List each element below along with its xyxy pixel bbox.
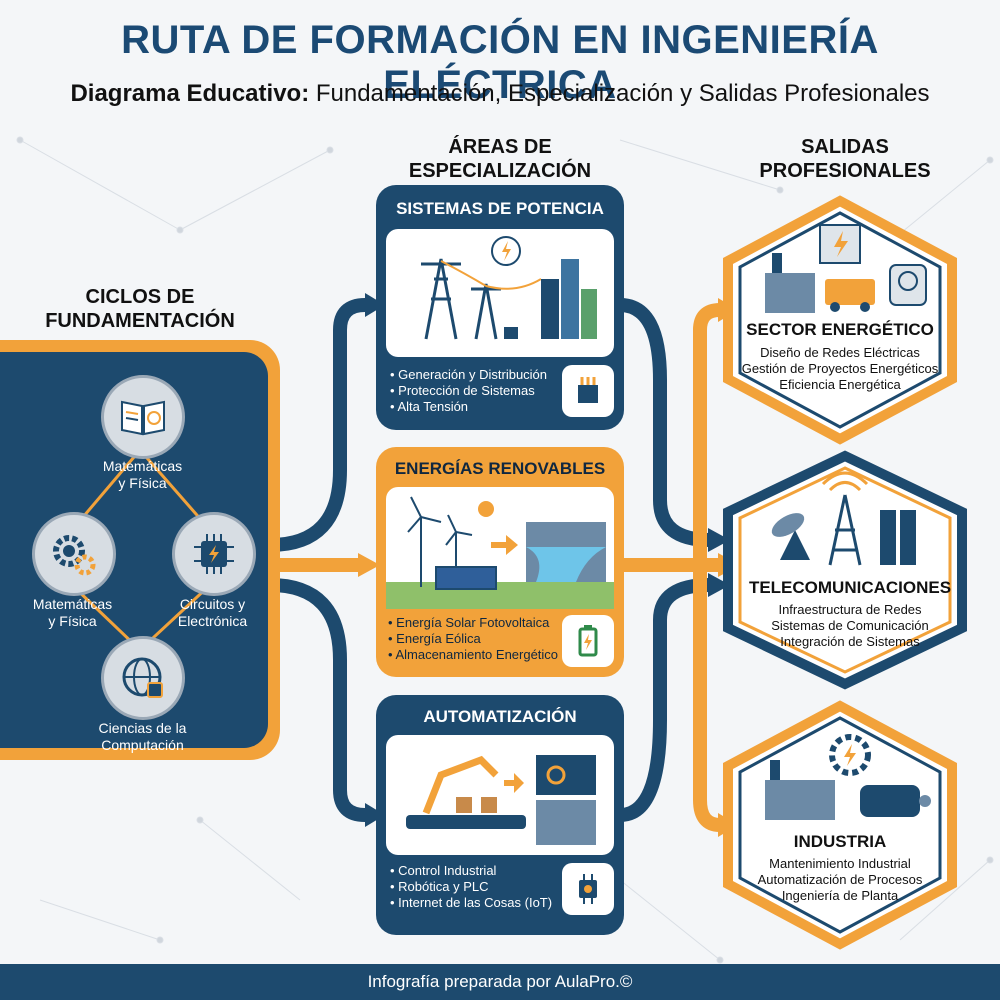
outcome-item: Sistemas de Comunicación: [771, 618, 929, 633]
column-heading-line: ESPECIALIZACIÓN: [408, 160, 592, 182]
specialization-card-power: SISTEMAS DE POTENCIA Generación y Distri…: [376, 185, 624, 430]
outcome-item-list: Diseño de Redes Eléctricas Gestión de Pr…: [740, 345, 940, 393]
card-item: Generación y Distribución: [390, 367, 558, 383]
chip-icon: [172, 512, 256, 596]
factory-icon: [765, 734, 931, 820]
cycle-label-line: Ciencias de la: [98, 720, 187, 736]
cycle-label: Matemáticas y Física: [70, 458, 215, 492]
battery-icon: [562, 615, 614, 667]
renewables-illustration: [386, 487, 614, 609]
cycle-label-line: Circuitos y: [179, 596, 246, 612]
outcome-item: Infraestructura de Redes: [778, 602, 922, 617]
column-heading-line: SALIDAS: [801, 136, 889, 158]
cycle-node: [172, 512, 256, 596]
cycle-label: Ciencias de la Computación: [70, 720, 215, 754]
cycle-label-line: y Física: [118, 475, 167, 491]
cycle-label-line: Matemáticas: [32, 596, 113, 612]
cycle-label-line: Computación: [101, 737, 184, 753]
column-heading-line: CICLOS DE: [85, 286, 195, 308]
card-item-list: Control Industrial Robótica y PLC Intern…: [390, 863, 565, 911]
subtitle-rest: Fundamentación, Especialización y Salida…: [309, 80, 930, 107]
column-heading-line: ÁREAS DE: [448, 136, 552, 158]
card-title: SISTEMAS DE POTENCIA: [396, 199, 604, 218]
automation-illustration: [386, 735, 614, 855]
card-title: AUTOMATIZACIÓN: [423, 707, 577, 726]
power-plant-icon: [765, 224, 927, 313]
outcome-hexagon-energy: [723, 195, 957, 445]
book-icon: [101, 375, 185, 459]
gears-icon: [32, 512, 116, 596]
page-title: RUTA DE FORMACIÓN EN INGENIERÍA ELÉCTRIC…: [121, 18, 879, 107]
card-item-list: Energía Solar Fotovoltaica Energía Eólic…: [388, 615, 563, 663]
card-item: Control Industrial: [390, 863, 565, 879]
cycle-node: [101, 375, 185, 459]
card-item: Almacenamiento Energético: [388, 647, 563, 663]
column-heading-outcomes: SALIDAS PROFESIONALES: [740, 135, 950, 183]
microchip-icon: [562, 863, 614, 915]
outcome-hexagon-industry: [723, 700, 957, 950]
card-item: Internet de las Cosas (IoT): [390, 895, 565, 911]
outcome-item-list: Mantenimiento Industrial Automatización …: [740, 856, 940, 904]
outcome-item-list: Infraestructura de Redes Sistemas de Com…: [740, 602, 960, 650]
cycle-node: [32, 512, 116, 596]
subtitle-bold: Diagrama Educativo:: [70, 80, 310, 107]
card-item: Robótica y PLC: [390, 879, 565, 895]
outcome-title: SECTOR ENERGÉTICO: [746, 320, 934, 339]
outcome-item: Automatización de Procesos: [757, 872, 923, 887]
column-heading-line: PROFESIONALES: [759, 160, 931, 182]
outcome-item: Diseño de Redes Eléctricas: [760, 345, 920, 360]
cycle-label-line: y Física: [48, 613, 97, 629]
outcome-title: TELECOMUNICACIONES: [748, 578, 952, 597]
outcome-item: Eficiencia Energética: [779, 377, 901, 392]
specialization-card-renewables: ENERGÍAS RENOVABLES Energía Solar Fotovo…: [376, 447, 624, 677]
cycle-node: [101, 636, 185, 720]
specialization-card-automation: AUTOMATIZACIÓN Control Industrial Robóti…: [376, 695, 624, 935]
outcome-item: Ingeniería de Planta: [781, 888, 899, 903]
outcome-item: Integración de Sistemas: [780, 634, 920, 649]
page-subtitle: Diagrama Educativo: Fundamentación, Espe…: [0, 80, 1000, 108]
card-item: Energía Solar Fotovoltaica: [388, 615, 563, 631]
column-heading-specializations: ÁREAS DE ESPECIALIZACIÓN: [380, 135, 620, 183]
transformer-icon: [562, 365, 614, 417]
card-item-list: Generación y Distribución Protección de …: [390, 367, 558, 415]
column-heading-fundamentals: CICLOS DE FUNDAMENTACIÓN: [20, 285, 260, 333]
outcome-item: Mantenimiento Industrial: [769, 856, 911, 871]
globe-icon: [101, 636, 185, 720]
card-title: ENERGÍAS RENOVABLES: [394, 459, 606, 478]
outcome-item: Gestión de Proyectos Energéticos: [741, 361, 939, 376]
card-item: Alta Tensión: [390, 399, 558, 415]
column-heading-line: FUNDAMENTACIÓN: [45, 310, 235, 332]
cycle-label: Circuitos y Electrónica: [150, 596, 275, 630]
footer-credit: Infografía preparada por AulaPro.©: [0, 964, 1000, 1000]
antenna-icon: [771, 471, 916, 566]
card-item: Protección de Sistemas: [390, 383, 558, 399]
card-item: Energía Eólica: [388, 631, 563, 647]
cycle-label: Matemáticas y Física: [10, 596, 135, 630]
outcome-hexagon-telecom: [723, 450, 967, 690]
outcome-title: INDUSTRIA: [793, 832, 887, 851]
power-grid-illustration: [386, 229, 614, 357]
cycle-label-line: Matemáticas: [102, 458, 183, 474]
cycle-label-line: Electrónica: [177, 613, 248, 629]
